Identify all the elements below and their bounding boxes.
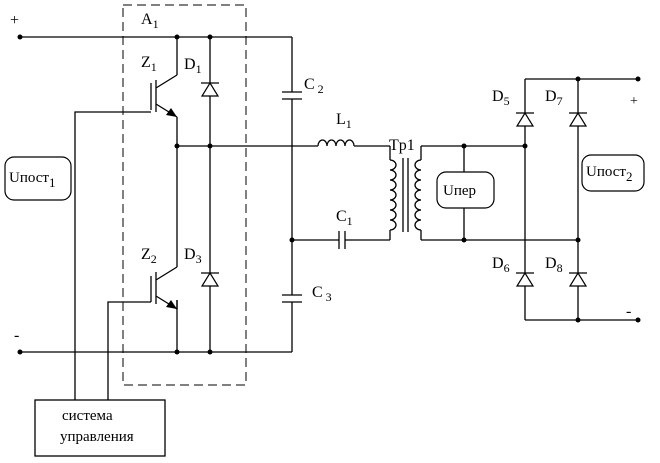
transistor-z1-label: Z1 — [141, 54, 157, 74]
inductor-l1-label: L1 — [336, 111, 352, 131]
output-plus-rail — [525, 76, 641, 82]
capacitor-c1 — [292, 231, 390, 249]
diode-d7 — [568, 111, 588, 127]
diode-d3-label: D3 — [184, 246, 202, 266]
output-minus-rail — [525, 317, 641, 323]
control-system-line2: управления — [60, 429, 134, 445]
inductor-l1 — [317, 139, 390, 147]
diode-d8 — [568, 271, 588, 287]
input-minus-terminal: - — [14, 327, 19, 344]
diode-d7-label: D7 — [545, 88, 563, 108]
capacitor-c2 — [282, 91, 302, 100]
input-voltage-label: Uпост1 — [9, 170, 55, 190]
diode-d3 — [200, 271, 220, 287]
input-voltage-box: Uпост1 — [4, 156, 72, 201]
diode-d1-label: D1 — [184, 56, 202, 76]
diode-d6-label: D6 — [492, 255, 510, 275]
transfer-voltage-label: Uпер — [443, 183, 476, 199]
output-minus-terminal: - — [626, 303, 631, 320]
input-plus-rail — [17, 34, 292, 40]
diode-d1 — [200, 81, 220, 97]
output-voltage-box: Uпост2 — [581, 154, 645, 192]
transformer-tp1 — [389, 146, 422, 240]
capacitor-c1-label: C1 — [336, 208, 353, 228]
gate-wire-z2 — [107, 301, 151, 400]
diode-d8-label: D8 — [545, 255, 563, 275]
capacitor-c3 — [282, 294, 302, 303]
output-voltage-label: Uпост2 — [586, 164, 632, 184]
module-a1-frame — [122, 4, 247, 386]
control-system-line1: система — [62, 408, 113, 424]
input-minus-rail — [17, 349, 292, 355]
diode-d6 — [515, 271, 535, 287]
output-plus-terminal: + — [630, 94, 638, 109]
module-a1-label: A1 — [141, 11, 159, 31]
transfer-voltage-box: Uпер — [436, 171, 495, 209]
transistor-z2 — [150, 250, 178, 310]
diode-d5-label: D5 — [492, 88, 510, 108]
capacitor-divider-column — [289, 37, 295, 352]
transistor-z2-label: Z2 — [141, 246, 157, 266]
diode-d5 — [515, 111, 535, 127]
input-plus-terminal: + — [10, 12, 19, 29]
transistor-z1 — [150, 74, 178, 118]
control-system-box: система управления — [34, 399, 166, 457]
gate-wire-z1 — [74, 111, 151, 400]
transformer-tp1-label: Tp1 — [389, 137, 415, 154]
output-bridge-columns — [524, 79, 579, 320]
